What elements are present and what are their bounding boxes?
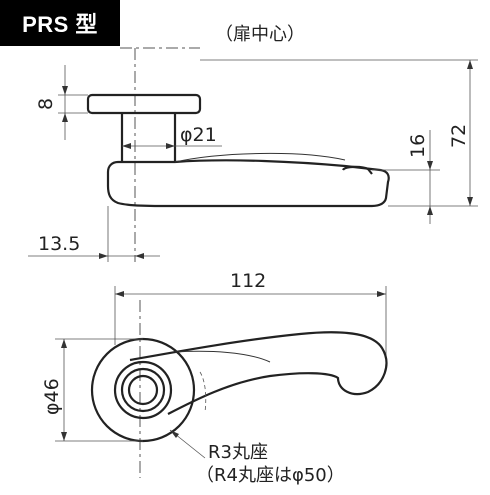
dim-phi21 [122, 143, 222, 149]
rosette-plate [86, 93, 202, 115]
side-view-handle [86, 93, 390, 208]
door-center-line [120, 47, 200, 262]
dim-16 [372, 130, 440, 224]
spindle-ring-outer [120, 367, 166, 413]
dim-72 [200, 59, 478, 207]
rosette-outer [90, 337, 196, 443]
model-badge-label: PRS 型 [22, 12, 98, 37]
model-badge: PRS 型 [0, 0, 120, 46]
lever-hidden-line [199, 371, 207, 413]
plan-view-handle [90, 331, 388, 443]
dim-72-label: 72 [448, 124, 470, 148]
lever-plan-inner [174, 350, 271, 363]
dim-phi21-label: φ21 [180, 124, 217, 146]
dim-phi46 [55, 338, 143, 442]
dim-8-label: 8 [35, 98, 57, 110]
dim-13-5-label: 13.5 [38, 233, 80, 255]
dim-13-5 [28, 206, 160, 262]
dim-phi46-label: φ46 [41, 378, 63, 415]
rosette-note: R3丸座 [208, 442, 268, 463]
door-center-label: （扉中心） [215, 24, 305, 45]
rosette-alt-note: （R4丸座はφ50） [196, 465, 345, 486]
dim-112-label: 112 [230, 270, 266, 292]
lever-plan [129, 331, 388, 415]
spindle-ring-inner [127, 374, 159, 406]
lever-tip [342, 165, 373, 175]
dim-112 [114, 286, 387, 360]
lever-top-curve [174, 152, 346, 163]
neck-ring [113, 360, 173, 420]
lever-body [106, 159, 390, 208]
dim-8 [58, 65, 88, 140]
dim-16-label: 16 [407, 134, 429, 158]
neck [120, 113, 177, 162]
rosette-leader [169, 429, 206, 459]
